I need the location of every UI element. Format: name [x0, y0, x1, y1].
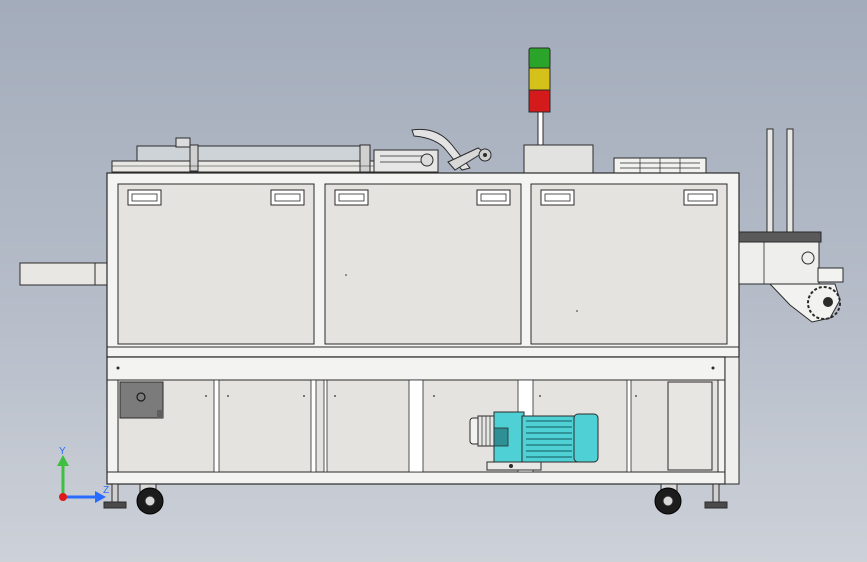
tower-light-red: [528, 89, 551, 113]
door-panel-3: [530, 183, 728, 345]
electrical-plate: [119, 381, 164, 419]
door-handle[interactable]: [476, 189, 511, 206]
top-conveyor: [111, 137, 375, 173]
triad-y-label: Y: [59, 446, 66, 457]
door-panel-2: [324, 183, 522, 345]
door-handle[interactable]: [540, 189, 575, 206]
door-panel-1: [117, 183, 315, 345]
top-rack: [613, 157, 707, 175]
tower-light-yellow: [528, 67, 551, 91]
outfeed-unit: [738, 128, 844, 323]
folding-mechanism: [373, 128, 492, 173]
door-handle[interactable]: [683, 189, 718, 206]
caster-left: [136, 483, 164, 515]
drive-motor: [469, 411, 599, 471]
triad-z-label: Z: [103, 485, 109, 496]
lower-frame: [106, 356, 740, 485]
infeed-chute: [19, 262, 109, 286]
leveling-foot-left: [103, 483, 127, 509]
door-handle[interactable]: [270, 189, 305, 206]
coordinate-triad: Y Z: [57, 446, 109, 503]
control-box: [523, 144, 594, 175]
tower-light-green: [528, 47, 551, 69]
door-handle[interactable]: [127, 189, 162, 206]
caster-right: [654, 483, 682, 515]
upper-body: [106, 172, 740, 358]
tower-light: [528, 47, 551, 147]
leveling-foot-right: [704, 483, 728, 509]
door-handle[interactable]: [334, 189, 369, 206]
